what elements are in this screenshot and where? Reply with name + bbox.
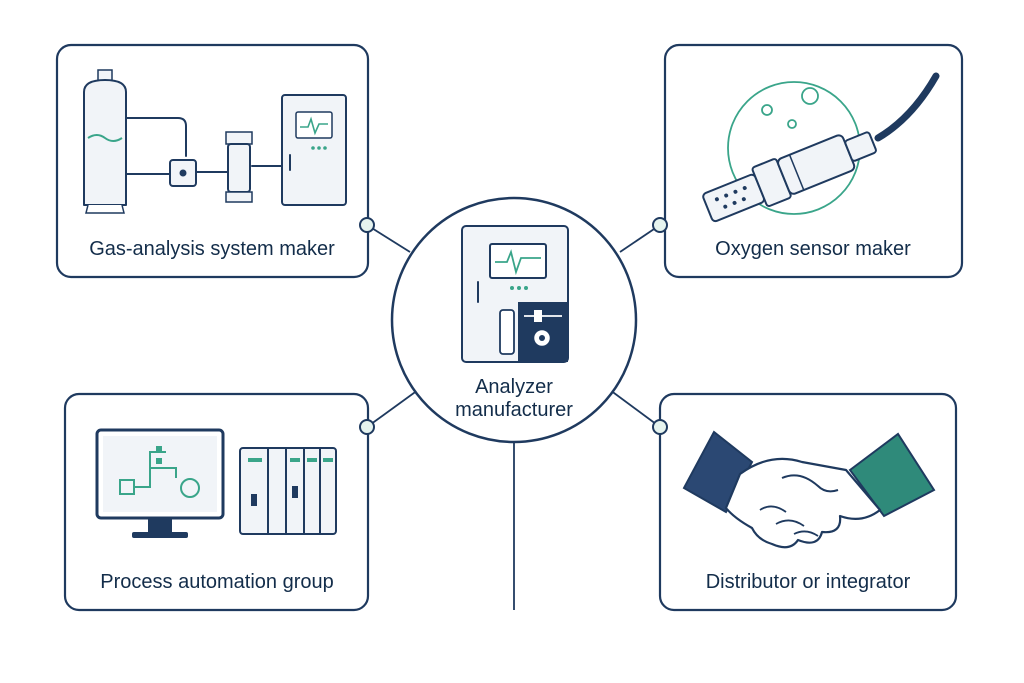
node-dot-bottom-right [652, 419, 668, 435]
center-label-line1: Analyzer [475, 376, 553, 398]
oxygen-sensor-icon [702, 72, 940, 223]
card-label: Oxygen sensor maker [715, 238, 911, 260]
center-node-analyzer-manufacturer: Analyzer manufacturer [390, 196, 638, 444]
connector-bottom-right [609, 389, 661, 428]
connector-top-left [366, 224, 411, 253]
node-dot-top-left [359, 217, 375, 233]
card-label: Distributor or integrator [706, 571, 911, 593]
process-automation-icon [95, 428, 337, 538]
handshake-icon [682, 430, 936, 549]
analyzer-cabinet-icon [461, 225, 569, 363]
node-dot-bottom-left [359, 419, 375, 435]
node-dot-top-right [652, 217, 668, 233]
connector-bottom-left [366, 389, 419, 428]
card-distributor-or-integrator: Distributor or integrator [658, 392, 958, 612]
card-label: Gas-analysis system maker [89, 238, 335, 260]
connectors [366, 224, 661, 610]
connector-top-right [619, 224, 661, 253]
card-process-automation-group: Process automation group [63, 392, 370, 612]
card-gas-analysis-system-maker: Gas-analysis system maker [55, 43, 370, 279]
card-label: Process automation group [100, 571, 333, 593]
gas-analysis-system-icon [83, 69, 347, 214]
node-dots [359, 217, 668, 435]
card-oxygen-sensor-maker: Oxygen sensor maker [663, 43, 964, 279]
center-label-line2: manufacturer [455, 399, 573, 421]
